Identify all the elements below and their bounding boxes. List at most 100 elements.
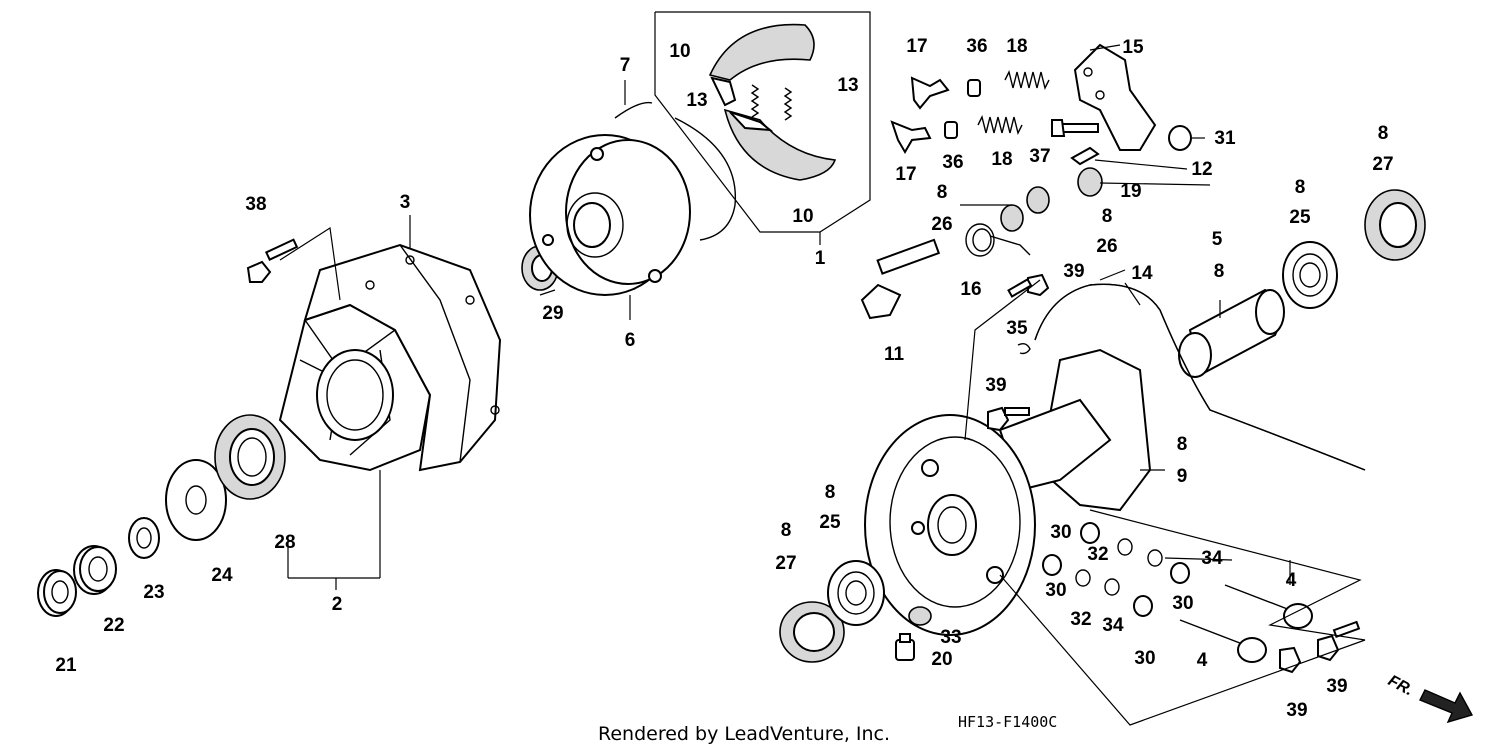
callout-23: 23: [143, 582, 164, 603]
callout-37: 37: [1029, 146, 1050, 167]
oil-seal-27-bottom: [779, 601, 845, 663]
callout-38: 38: [245, 194, 266, 215]
cam-11: [860, 238, 941, 320]
brake-panel-6: [529, 134, 691, 296]
callout-26-b: 26: [1096, 236, 1117, 257]
springs-13: [750, 84, 793, 121]
pins-17: [890, 76, 950, 154]
washers-26: [1000, 186, 1050, 232]
washer-19: [1077, 167, 1103, 197]
callout-25-bottom: 25: [819, 512, 841, 533]
spring-16: [965, 223, 1031, 257]
callout-39-top: 39: [1063, 261, 1084, 282]
callout-13-right: 13: [837, 75, 858, 96]
callout-26-a: 26: [931, 214, 952, 235]
callout-25-top: 25: [1289, 207, 1311, 228]
callout-39-middle: 39: [985, 375, 1006, 396]
callout-9: 9: [1177, 466, 1188, 487]
callout-2: 2: [332, 594, 343, 615]
bolts-39: [987, 273, 1361, 674]
callout-8-sleeve: 8: [1214, 261, 1225, 282]
callout-39-right: 39: [1326, 676, 1347, 697]
callout-14: 14: [1131, 263, 1153, 284]
callout-39-bottom: 39: [1286, 700, 1307, 721]
callout-30-b: 30: [1045, 580, 1066, 601]
leader-lines: [279, 11, 1366, 726]
brake-shoes-10: [708, 23, 837, 181]
callout-27-top: 27: [1372, 154, 1393, 175]
callout-13-left: 13: [686, 90, 707, 111]
callout-3: 3: [400, 192, 411, 213]
washers-34: [1104, 549, 1163, 596]
hub-flange-3: [303, 243, 502, 472]
oil-seal-28: [214, 414, 286, 500]
callout-21: 21: [55, 655, 77, 676]
washer-33: [908, 606, 932, 626]
arm-15: [1073, 43, 1157, 151]
brake-drum-2: [278, 303, 432, 472]
callout-8-bearing-top: 8: [1295, 177, 1306, 198]
callout-15: 15: [1122, 37, 1144, 58]
callout-18-bottom: 18: [991, 149, 1012, 170]
callout-30-a: 30: [1050, 522, 1071, 543]
springs-18: [977, 69, 1050, 136]
callout-17-bottom: 17: [895, 164, 916, 185]
washers-32: [1075, 538, 1133, 587]
callout-6: 6: [625, 330, 636, 351]
hose-14: [1034, 283, 1366, 471]
callout-8-bearing-bottom: 8: [825, 482, 836, 503]
bolt-37: [1051, 119, 1099, 137]
collars-36: [944, 79, 981, 139]
callout-labels: 1 2 3 4 4 5 6 7 8 27 8 25 8 8 26 8 26 8 …: [55, 36, 1393, 721]
callout-11: 11: [884, 344, 905, 365]
callout-32-b: 32: [1070, 609, 1091, 630]
callout-20: 20: [931, 649, 952, 670]
callout-30-c: 30: [1172, 593, 1193, 614]
callout-10-bottom: 10: [792, 206, 813, 227]
diagram-code: HF13-F1400C: [958, 713, 1057, 731]
callout-4-upper: 4: [1286, 570, 1297, 591]
callout-36-top: 36: [966, 36, 987, 57]
washer-23: [128, 517, 160, 559]
clip-35: [1017, 342, 1031, 355]
callout-7: 7: [620, 55, 631, 76]
callout-36-bottom: 36: [942, 152, 963, 173]
callout-4-lower: 4: [1197, 650, 1208, 671]
callout-8-washer-b: 8: [1102, 206, 1113, 227]
washer-24: [165, 459, 227, 541]
callout-16: 16: [960, 279, 981, 300]
bearing-25-bottom: [827, 560, 885, 626]
oil-seal-27-top: [1364, 189, 1426, 261]
callout-30-d: 30: [1134, 648, 1155, 669]
callout-18-top: 18: [1006, 36, 1027, 57]
callout-8-seal-bottom: 8: [781, 520, 792, 541]
nut-31: [1168, 125, 1192, 151]
nut-22: [73, 545, 117, 595]
callout-10-top: 10: [669, 41, 690, 62]
nut-21: [37, 569, 77, 617]
callout-35: 35: [1006, 318, 1028, 339]
bolt-38: [246, 238, 299, 283]
callout-32-a: 32: [1087, 544, 1108, 565]
callout-1: 1: [815, 248, 826, 269]
callout-27-bottom: 27: [775, 553, 796, 574]
callout-34-b: 34: [1102, 615, 1124, 636]
nuts-30: [1042, 522, 1190, 617]
studs-4: [1179, 584, 1313, 663]
callout-33: 33: [940, 627, 961, 648]
callout-8-washer-a: 8: [937, 182, 948, 203]
callout-8-seal-top: 8: [1378, 123, 1389, 144]
callout-12: 12: [1191, 159, 1212, 180]
callout-24: 24: [211, 565, 233, 586]
fr-label: FR.: [1385, 672, 1416, 699]
callout-19: 19: [1120, 181, 1141, 202]
callout-8-housing: 8: [1177, 434, 1188, 455]
callout-22: 22: [103, 615, 124, 636]
callout-34-a: 34: [1201, 548, 1223, 569]
sleeve-5: [1178, 288, 1285, 378]
front-direction-arrow: FR.: [1385, 672, 1474, 724]
credit-text: Rendered by LeadVenture, Inc.: [598, 723, 890, 745]
callout-31: 31: [1214, 128, 1236, 149]
callout-17-top: 17: [906, 36, 927, 57]
